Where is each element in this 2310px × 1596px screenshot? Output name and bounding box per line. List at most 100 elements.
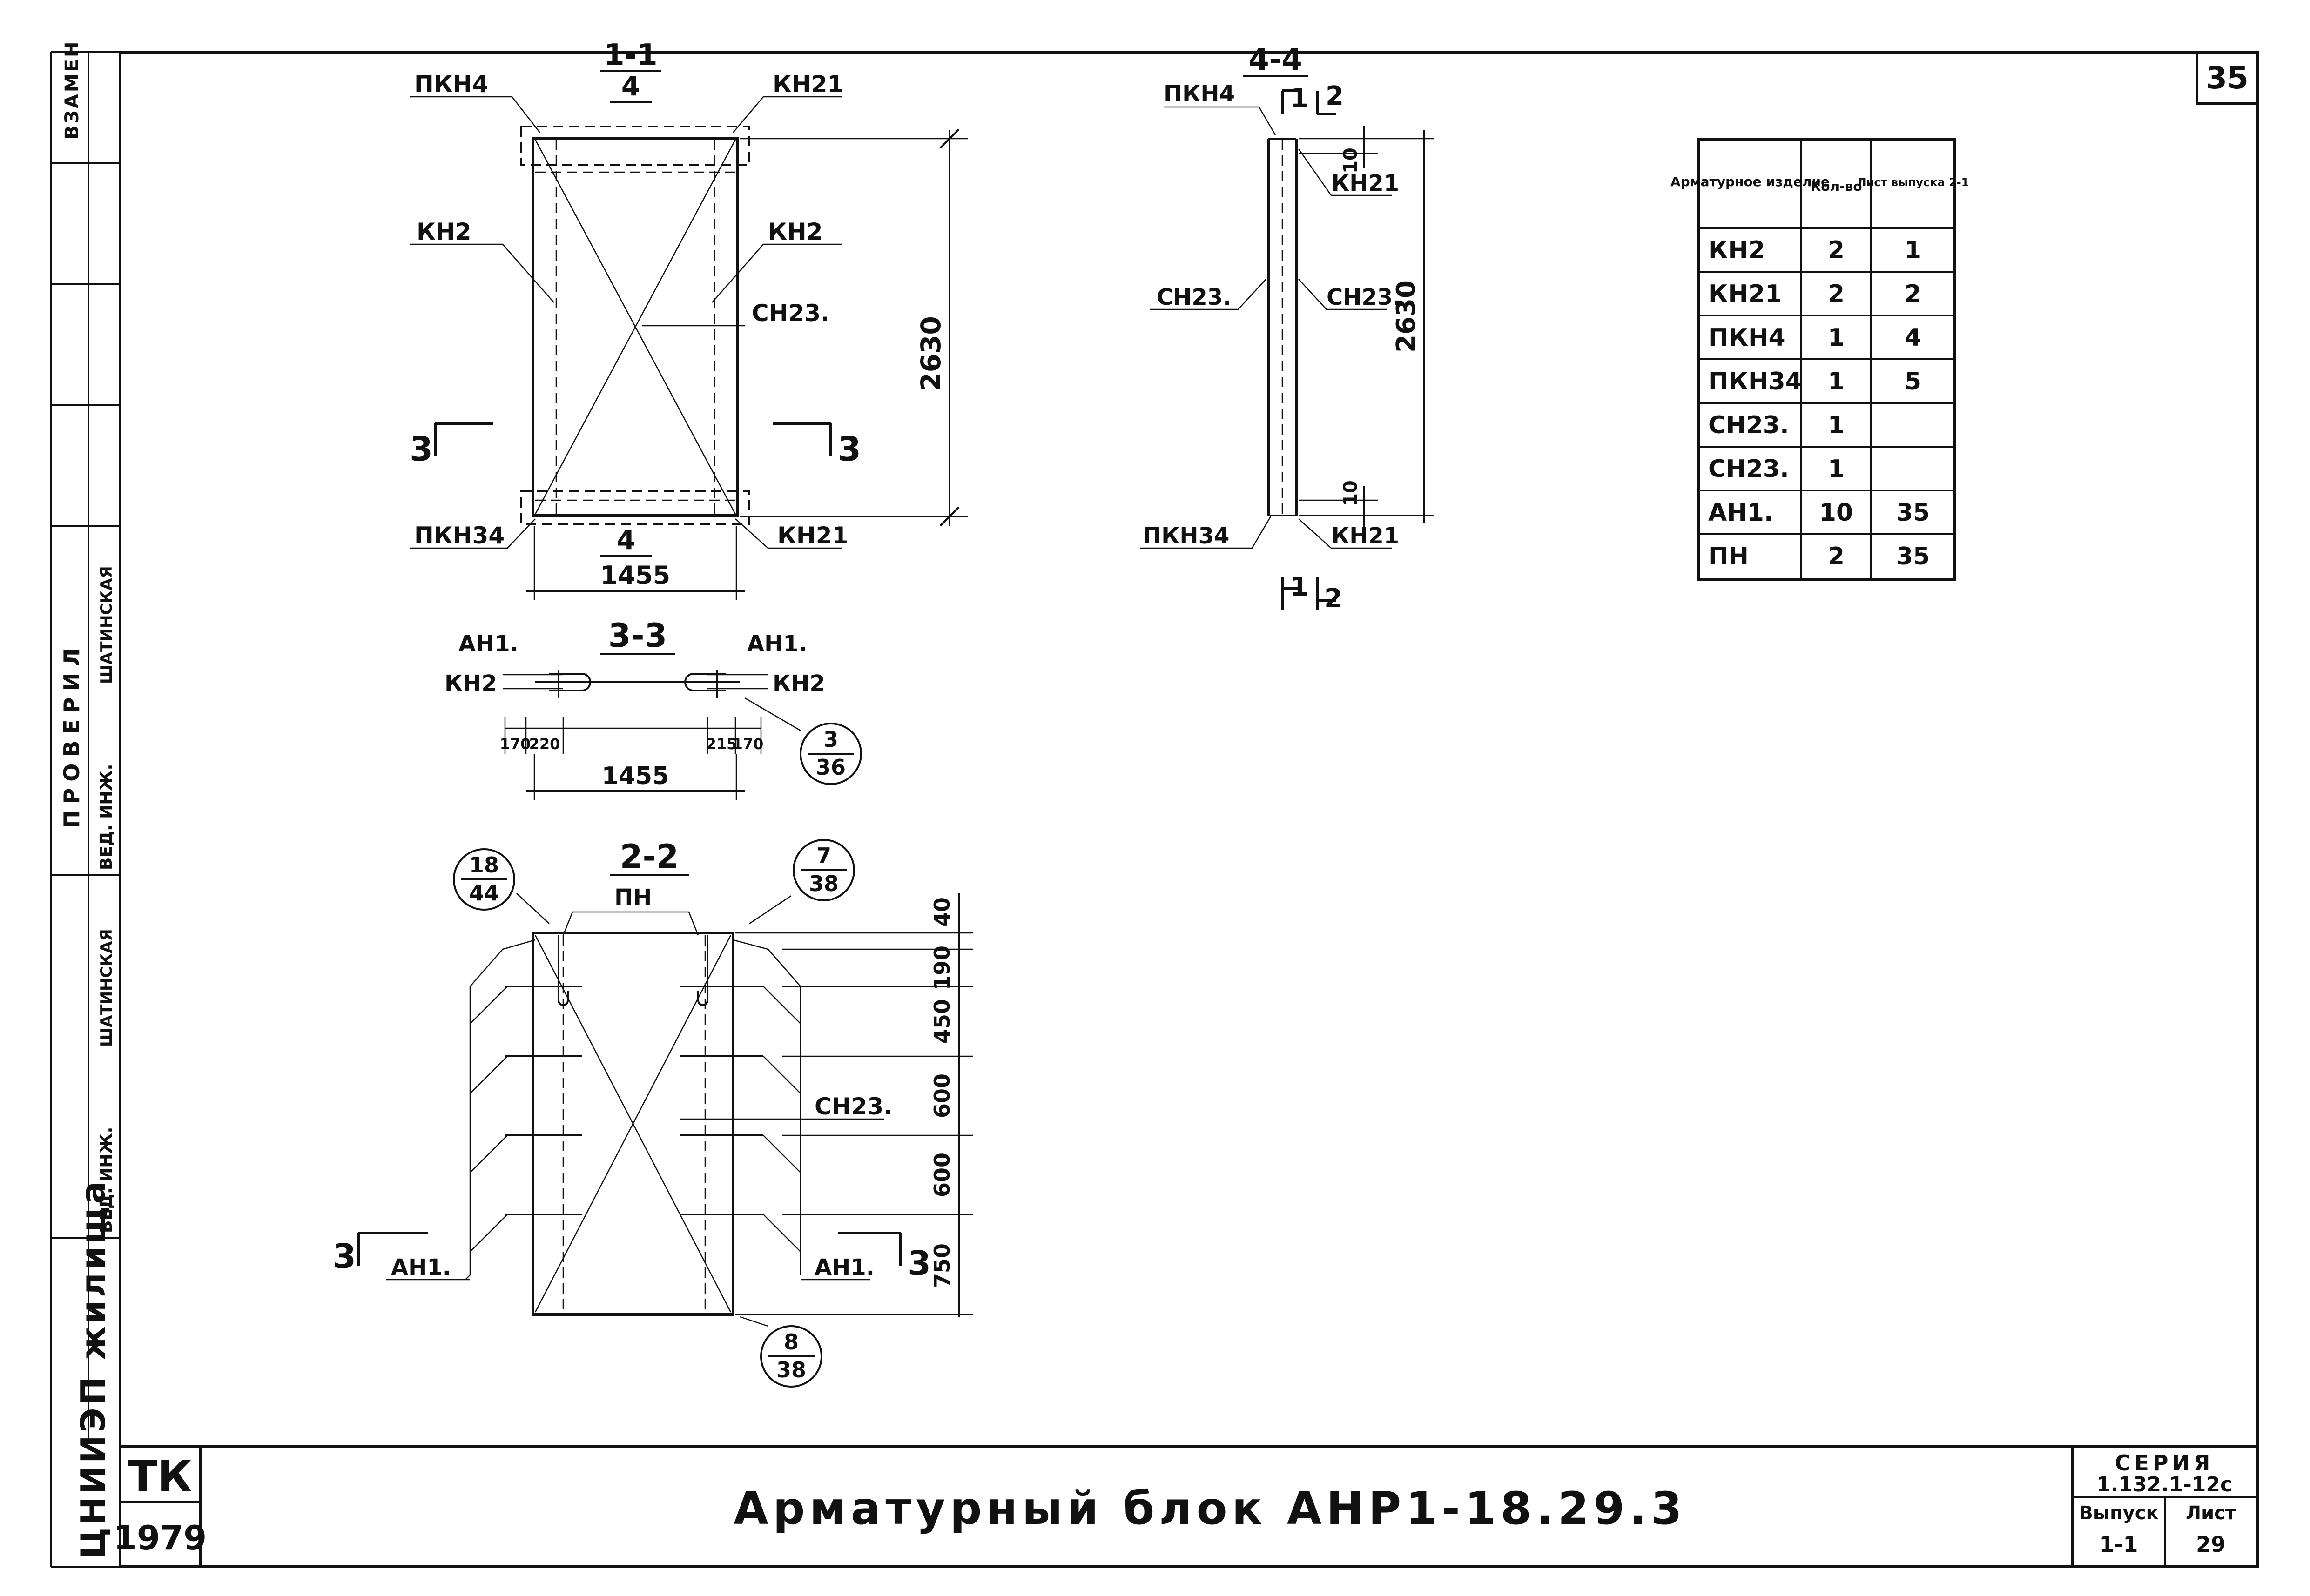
v22-callout-3-bottom: 38 xyxy=(776,1357,806,1382)
main-title: Арматурный блок АНР1-18.29.3 xyxy=(734,1482,1686,1535)
stamp-tk: ТК xyxy=(128,1452,192,1502)
v44-label-cn23-left: СН23. xyxy=(1157,284,1231,310)
table-row-8-item: ПН xyxy=(1708,543,1749,570)
v11-label-pkn4: ПКН4 xyxy=(414,71,488,98)
v22-cut-left: 3 xyxy=(333,1237,356,1276)
v22-dim-1: 40 xyxy=(929,897,955,927)
v44-dim-top: 10 xyxy=(1340,148,1361,174)
table-row-1-item: КН2 xyxy=(1708,236,1765,264)
v11-label-cn23: СН23. xyxy=(752,300,829,327)
v33-label-an1-right: АН1. xyxy=(747,631,807,657)
v33-label-an1-left: АН1. xyxy=(458,631,519,657)
v11-dim-height: 2630 xyxy=(915,316,947,391)
v22-dim-3: 450 xyxy=(929,999,955,1044)
v33-dim-4: 170 xyxy=(733,735,764,753)
table-row-4-qty: 1 xyxy=(1828,368,1845,396)
v22-callout-2-top: 7 xyxy=(816,843,831,868)
table-header-qty: Кол-во xyxy=(1810,179,1862,194)
v33-dim-2: 220 xyxy=(529,735,560,753)
table-row-1-sheet: 1 xyxy=(1905,236,1921,264)
v22-callout-2-bottom: 38 xyxy=(809,871,839,896)
side-ved-inzh-2: ВЕД. ИНЖ. xyxy=(97,1127,116,1233)
v11-label-kn21-top: КН21 xyxy=(773,71,843,98)
table-row-3-item: ПКН4 xyxy=(1708,324,1785,352)
v33-dim-3: 215 xyxy=(706,735,737,753)
v44-cut-bottom-2: 2 xyxy=(1324,583,1342,614)
v44-cut-top-1: 1 xyxy=(1290,83,1308,114)
spec-table: Арматурное изделие Кол-во Лист выпуска 2… xyxy=(1670,138,1969,581)
v44-dim-bottom: 10 xyxy=(1340,480,1361,506)
view-3-3: 3-3 АН1. АН1. КН2 КН2 170 220 215 170 14… xyxy=(444,617,862,800)
table-row-5-qty: 1 xyxy=(1828,411,1845,439)
table-row-5-item: СН23. xyxy=(1708,411,1789,439)
table-row-2-qty: 2 xyxy=(1828,280,1845,308)
v22-label-an1-right: АН1. xyxy=(815,1254,875,1281)
table-row-4-sheet: 5 xyxy=(1905,368,1921,396)
table-row-3-sheet: 4 xyxy=(1905,324,1921,352)
v44-label-pkn34: ПКН34 xyxy=(1143,523,1229,549)
side-stamp: ВЗАМЕН ПРОВЕРИЛ ВЕД. ИНЖ. ШАТИНСКАЯ ВЕД.… xyxy=(59,40,116,1559)
v11-ref-bottom: 4 xyxy=(617,524,635,556)
table-header-item: Арматурное изделие xyxy=(1670,174,1830,189)
v33-callout-bottom: 36 xyxy=(816,755,846,780)
v22-label-pn: ПН xyxy=(614,885,652,911)
v11-label-kn2-right: КН2 xyxy=(768,218,823,245)
table-row-8-qty: 2 xyxy=(1828,543,1845,570)
v22-dim-5: 600 xyxy=(929,1153,955,1197)
v11-dim-width: 1455 xyxy=(600,561,670,590)
table-row-7-sheet: 35 xyxy=(1896,499,1930,527)
view-1-1-title: 1-1 xyxy=(604,38,658,73)
v22-cut-right: 3 xyxy=(908,1244,931,1283)
v22-dim-6: 750 xyxy=(929,1243,955,1288)
v22-callout-3-top: 8 xyxy=(784,1329,799,1355)
sheet-value: 29 xyxy=(2196,1532,2226,1557)
v22-dim-2: 190 xyxy=(929,946,955,990)
issue-label: Выпуск xyxy=(2079,1502,2158,1524)
sheet-label: Лист xyxy=(2186,1502,2236,1524)
view-2-2: 2-2 АН1. АН1. xyxy=(333,838,973,1388)
side-ved-inzh-1: ВЕД. ИНЖ. xyxy=(97,764,116,870)
view-4-4-title: 4-4 xyxy=(1248,43,1302,77)
series-value: 1.132.1-12с xyxy=(2096,1473,2232,1496)
v44-label-pkn4: ПКН4 xyxy=(1164,81,1235,107)
v22-callout-1-bottom: 44 xyxy=(469,880,499,905)
table-row-4-item: ПКН34 xyxy=(1708,368,1802,396)
table-row-3-qty: 1 xyxy=(1828,324,1845,352)
v33-callout-top: 3 xyxy=(823,727,838,752)
v33-label-kn2-left: КН2 xyxy=(444,671,497,697)
v33-label-kn2-right: КН2 xyxy=(773,671,825,697)
table-row-8-sheet: 35 xyxy=(1896,543,1930,570)
table-row-7-qty: 10 xyxy=(1819,499,1853,527)
table-row-1-qty: 2 xyxy=(1828,236,1845,264)
view-4-4: 4-4 1 2 ПКН4 КН21 СН23. СН23. ПКН34 КН21 xyxy=(1140,43,1434,614)
table-row-6-item: СН23. xyxy=(1708,455,1789,483)
page-number: 35 xyxy=(2206,60,2249,96)
v44-dim-height: 2630 xyxy=(1391,280,1421,353)
v22-label-cn23: СН23. xyxy=(815,1093,892,1120)
v44-label-cn23-right: СН23. xyxy=(1327,284,1401,310)
table-row-2-sheet: 2 xyxy=(1905,280,1921,308)
view-1-1-ref: 4 xyxy=(621,70,640,102)
v22-dim-4: 600 xyxy=(929,1073,955,1118)
view-2-2-title: 2-2 xyxy=(620,838,679,876)
side-proveril: ПРОВЕРИЛ xyxy=(59,642,84,828)
side-vzamen: ВЗАМЕН xyxy=(61,40,83,140)
side-name-1: ШАТИНСКАЯ xyxy=(97,566,116,684)
table-row-2-item: КН21 xyxy=(1708,280,1782,308)
v44-cut-bottom-1: 1 xyxy=(1290,572,1308,602)
sheet-frame xyxy=(50,51,2259,1568)
v22-label-an1-left: АН1. xyxy=(391,1254,451,1281)
v11-cut-left: 3 xyxy=(410,429,433,469)
v11-label-kn2-left: КН2 xyxy=(417,218,471,245)
view-3-3-title: 3-3 xyxy=(608,617,667,655)
v44-label-kn21-top: КН21 xyxy=(1331,170,1399,196)
v11-cut-right: 3 xyxy=(838,429,861,469)
v33-dim-1: 170 xyxy=(500,735,531,753)
v33-dim-total: 1455 xyxy=(602,762,669,790)
v11-label-kn21-bottom: КН21 xyxy=(777,522,848,549)
issue-value: 1-1 xyxy=(2099,1532,2138,1557)
table-row-7-item: АН1. xyxy=(1708,499,1773,527)
v22-callout-1-top: 18 xyxy=(469,852,499,878)
side-name-2: ШАТИНСКАЯ xyxy=(97,929,116,1047)
